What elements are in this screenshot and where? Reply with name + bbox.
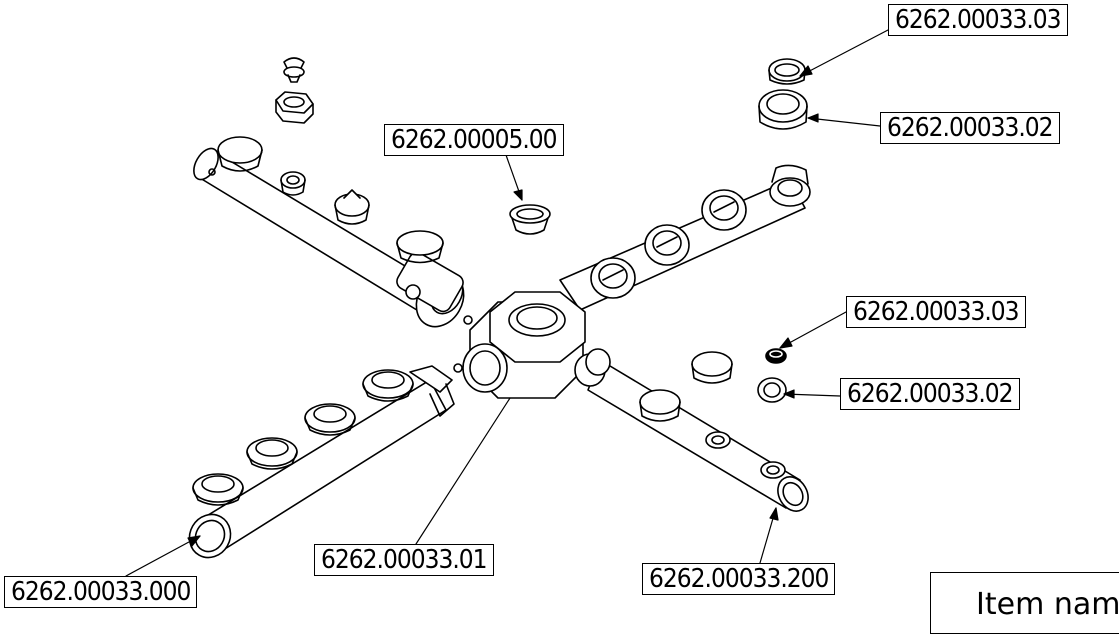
leader-c4 <box>779 311 847 349</box>
loose-cap-mid <box>691 351 733 384</box>
arrow-c5 <box>783 389 795 399</box>
central-hub <box>453 291 611 399</box>
fitting-ul-3 <box>334 189 370 225</box>
arrow-c3 <box>513 189 523 201</box>
lower-left-arm <box>188 365 455 559</box>
callout-6262-00033-02-top: 6262.00033.02 <box>880 112 1060 144</box>
valve-ll-4 <box>362 369 414 402</box>
valve-ll-2 <box>246 437 298 470</box>
leader-c6 <box>415 397 511 545</box>
leader-c8 <box>125 535 201 577</box>
cap-00005 <box>509 204 551 235</box>
plug-lr-1 <box>639 389 681 422</box>
callout-6262-00033-03-top: 6262.00033.03 <box>888 4 1068 36</box>
item-name-label: Item nam <box>976 587 1119 622</box>
callout-6262-00033-02-mid: 6262.00033.02 <box>840 378 1020 410</box>
fitting-ul-2 <box>280 171 306 196</box>
callout-6262-00033-01: 6262.00033.01 <box>314 544 494 576</box>
exploded-assembly-drawing <box>125 29 889 577</box>
valve-ur-1 <box>701 189 747 231</box>
valve-ur-3 <box>590 257 636 299</box>
fitting-ul-1 <box>217 136 263 172</box>
upper-right-arm <box>559 164 811 311</box>
arrow-c4 <box>779 337 793 349</box>
valve-ll-1 <box>192 473 244 506</box>
callout-6262-00033-000: 6262.00033.000 <box>4 576 198 608</box>
valve-ll-3 <box>304 403 356 436</box>
callout-6262-00033-03-mid: 6262.00033.03 <box>846 296 1026 328</box>
arrow-c1 <box>799 65 813 77</box>
upper-left-arm <box>193 136 465 328</box>
loose-knob <box>283 57 305 83</box>
callout-6262-00005-00: 6262.00005.00 <box>384 124 564 156</box>
lower-right-arm <box>587 359 809 512</box>
loose-nut <box>275 91 314 124</box>
callout-6262-00033-200: 6262.00033.200 <box>642 563 836 595</box>
ring-00033-03-top <box>768 58 806 85</box>
arrow-c7 <box>769 507 779 521</box>
leader-c2 <box>807 117 881 127</box>
plug-lr-2 <box>705 431 731 449</box>
arrow-c8 <box>187 535 201 547</box>
fitting-ul-4 <box>396 230 444 264</box>
arrow-c2 <box>807 113 819 123</box>
leader-lines <box>125 29 889 577</box>
valve-ur-2 <box>644 224 690 266</box>
ring-00033-02-top <box>758 89 808 130</box>
ring-00033-03-mid <box>765 348 787 364</box>
ring-00033-02-mid <box>757 377 787 403</box>
leader-c1 <box>799 29 889 77</box>
plug-lr-3 <box>760 461 786 479</box>
item-name-box: Item nam <box>930 572 1119 634</box>
